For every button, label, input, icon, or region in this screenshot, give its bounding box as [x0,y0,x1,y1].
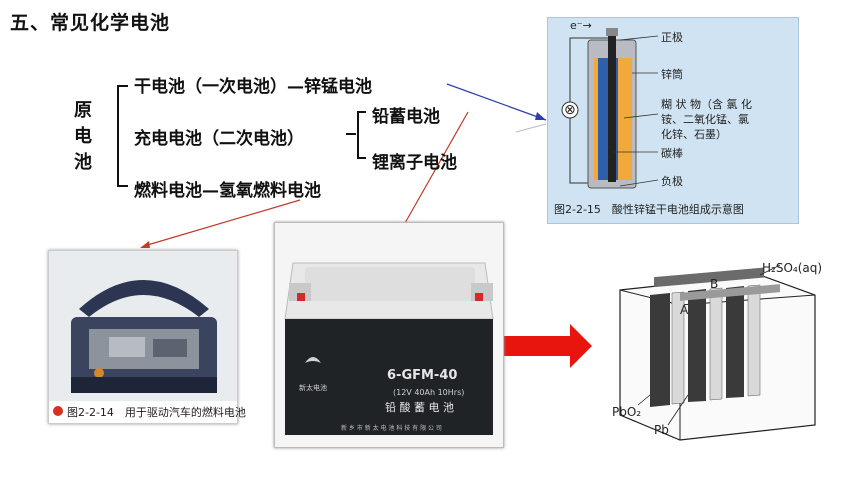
label-paste-2: 铵、二氧化锰、氯 [661,113,749,126]
battery-spec: (12V 40Ah 10Hrs) [393,388,465,397]
root-char: 电 [74,126,92,147]
lithium-text: 锂离子电池 [372,153,457,173]
battery-image [275,223,503,447]
terminal-b-label: B [710,277,719,291]
battery-brand-logo: 新太电池 [299,384,327,392]
battery-maker: 新 乡 市 新 太 电 池 科 技 有 限 公 司 [341,425,442,432]
terminal-a-label: A [680,303,689,317]
figure-caption: 图2-2-15 酸性锌锰干电池组成示意图 [554,203,744,216]
root-char: 原 [74,100,92,121]
label-negative: 负极 [661,175,683,188]
dry-cell-drawing [561,28,659,189]
car-photo-caption: 图2-2-14 用于驱动汽车的燃料电池 [67,406,246,419]
arrow-dry-cell [446,83,547,121]
big-arrow-body [504,336,572,356]
label-paste-1: 糊 状 物（含 氯 化 [661,98,752,111]
lead-acid-battery-photo: 6-GFM-40 (12V 40Ah 10Hrs) 铅 酸 蓄 电 池 新太电池… [274,222,504,448]
label-zinc-can: 锌筒 [661,68,683,81]
lead-acid-schematic: H₂SO₄(aq) B A PbO₂ Pb [610,255,840,450]
tree-root-label: 原 电 池 [72,98,94,176]
battery-model: 6-GFM-40 [387,368,458,383]
fuel-cell-text: 燃料电池—氢氧燃料电池 [134,181,321,201]
pbo2-label: PbO₂ [612,405,642,419]
arrow-fuel [143,199,301,247]
label-paste-3: 化锌、石墨） [661,128,727,141]
lead-acid-text: 铅蓄电池 [372,107,440,127]
schematic-drawing [619,264,816,441]
main-bracket [117,85,128,187]
car-engine-image [49,251,237,401]
arrow-faint [515,123,547,133]
arrow-head [535,112,546,120]
page-title: 五、常见化学电池 [10,12,171,34]
battery-name: 铅 酸 蓄 电 池 [385,401,454,414]
dry-cell-figure: e⁻→ ⊗ 正极 锌筒 糊 状 物（含 氯 化 铵、二氧化锰、氯 化锌、石墨） … [547,17,799,224]
electron-label: e⁻→ [570,19,592,32]
label-positive: 正极 [661,31,683,44]
arrow-head [140,241,150,248]
electrolyte-label: H₂SO₄(aq) [762,261,823,275]
root-char: 池 [74,152,92,173]
sub-bracket [357,111,366,159]
pb-label: Pb [654,423,669,437]
caption-marker-icon [53,406,63,416]
rechargeable-text: 充电电池（二次电池） [134,129,304,149]
label-carbon-rod: 碳棒 [661,147,683,160]
dry-cell-text: 干电池（一次电池）—锌锰电池 [134,77,372,97]
lamp-icon: ⊗ [564,102,576,118]
big-arrow-head [570,324,592,368]
fuel-cell-car-photo: 图2-2-14 用于驱动汽车的燃料电池 [48,250,246,424]
